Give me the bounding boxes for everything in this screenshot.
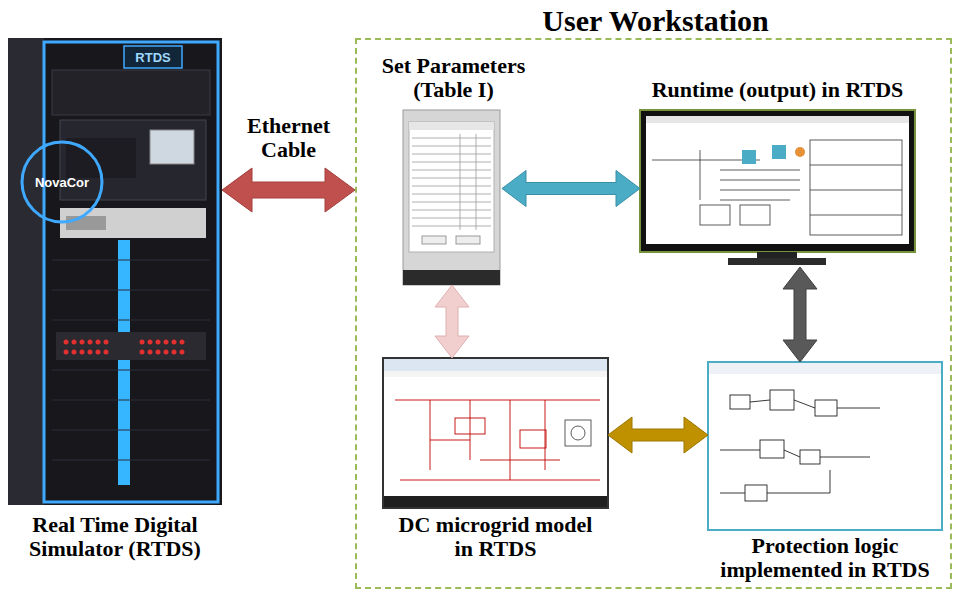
node-heading: Protection logic implemented in RTDS bbox=[705, 534, 945, 582]
node-heading: Real Time Digital Simulator (RTDS) bbox=[2, 513, 228, 561]
logic-window: Protection logic implemented in RTDS bbox=[708, 362, 942, 530]
data-arrow bbox=[502, 171, 640, 207]
node-heading: User Workstation bbox=[436, 4, 876, 37]
node-heading: Set Parameters (Table I) bbox=[365, 54, 543, 102]
data-arrow bbox=[435, 285, 469, 358]
data-arrow bbox=[783, 267, 817, 362]
node-heading: DC microgrid model in RTDS bbox=[389, 513, 603, 561]
monitor-illustration bbox=[640, 110, 915, 265]
model-window: DC microgrid model in RTDS bbox=[383, 358, 608, 508]
logo-text: RTDS bbox=[135, 50, 170, 65]
model-screenshot bbox=[383, 358, 608, 508]
parameter-panel: Set Parameters (Table I) bbox=[405, 110, 502, 285]
rack-illustration bbox=[8, 38, 222, 505]
logic-screenshot bbox=[708, 362, 942, 530]
logo-text: NovaCor bbox=[35, 175, 89, 190]
runtime-monitor: Runtime (output) in RTDS bbox=[640, 110, 915, 267]
data-arrow bbox=[608, 417, 708, 453]
workstation-region: User WorkstationSet Parameters (Table I)… bbox=[355, 38, 952, 589]
parameter-screenshot bbox=[403, 110, 500, 285]
node-heading: Runtime (output) in RTDS bbox=[618, 78, 938, 102]
simulator-rack: Real Time Digital Simulator (RTDS) bbox=[8, 38, 222, 505]
ethernet-arrow bbox=[222, 168, 355, 212]
edge-label: Ethernet Cable bbox=[233, 114, 345, 162]
